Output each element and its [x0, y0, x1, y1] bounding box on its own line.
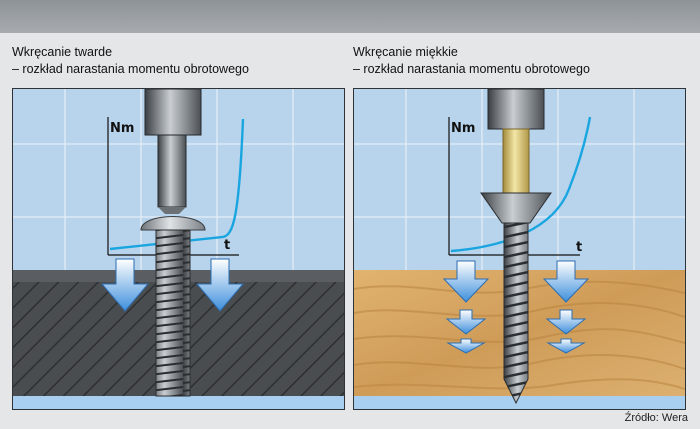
soft-driving-panel: Nm t — [353, 88, 686, 410]
bit-shank-gold — [502, 128, 530, 195]
arrow-right-3 — [546, 338, 586, 354]
torque-curve — [450, 116, 592, 253]
arrow-right-2 — [545, 309, 587, 335]
screw-head — [480, 192, 552, 224]
right-caption-subtitle: – rozkład narastania momentu obrotowego — [353, 62, 590, 76]
left-caption: Wkręcanie twarde – rozkład narastania mo… — [12, 44, 249, 78]
arrow-right-1 — [542, 260, 590, 303]
header-bar — [0, 0, 700, 33]
screw-head — [140, 216, 206, 231]
bit-shank — [157, 134, 187, 208]
arrow-left-2 — [445, 309, 487, 335]
bit-holder — [144, 89, 202, 136]
y-axis-label: Nm — [110, 121, 134, 136]
soft-driving-illustration: Nm t — [354, 89, 685, 409]
hard-driving-illustration: Nm t — [13, 89, 344, 409]
screw-thread — [155, 229, 191, 397]
force-arrows — [100, 258, 245, 312]
hard-driving-panel: Nm t — [12, 88, 345, 410]
right-caption: Wkręcanie miękkie – rozkład narastania m… — [353, 44, 590, 78]
bit-tip — [158, 207, 186, 214]
x-axis-label: t — [224, 238, 230, 253]
force-arrows — [442, 260, 590, 354]
x-axis-label: t — [576, 240, 582, 255]
screw-thread — [503, 222, 529, 405]
bit-holder — [487, 89, 545, 130]
y-axis-label: Nm — [451, 121, 475, 136]
bottom-strip — [13, 396, 344, 409]
arrow-right — [195, 258, 245, 312]
source-credit: Źródło: Wera — [624, 412, 688, 424]
arrow-left-3 — [446, 338, 486, 354]
torque-curve — [109, 118, 245, 251]
arrow-left-1 — [442, 260, 490, 303]
arrow-left — [100, 258, 150, 312]
left-caption-subtitle: – rozkład narastania momentu obrotowego — [12, 62, 249, 76]
left-caption-title: Wkręcanie twarde — [12, 45, 113, 59]
right-caption-title: Wkręcanie miękkie — [353, 45, 458, 59]
bottom-strip — [354, 396, 685, 409]
